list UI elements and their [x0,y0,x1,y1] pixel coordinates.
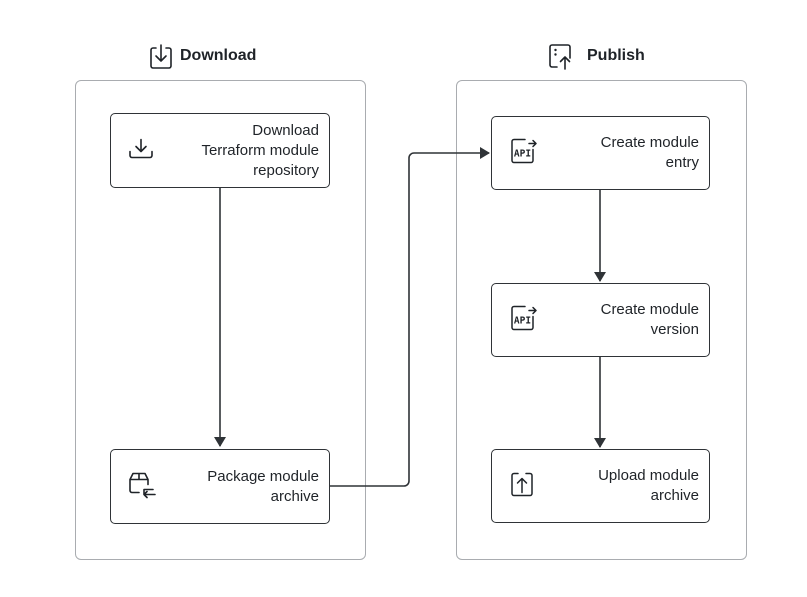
download-lane-title-text: Download [180,47,257,64]
node-create-module-entry[interactable]: API Create module entry [491,116,710,190]
publish-lane-title: Publish [548,42,645,70]
node-download-repository[interactable]: Download Terraform module repository [110,113,330,188]
node-label: Create module entry [600,134,699,171]
node-create-module-version[interactable]: API Create module version [491,283,710,357]
download-box-icon [149,42,173,70]
svg-text:API: API [514,316,531,327]
node-label: Upload module archive [598,467,699,504]
upload-icon [508,469,536,504]
svg-text:API: API [514,149,531,160]
node-label: Package module archive [207,467,319,505]
node-package-archive[interactable]: Package module archive [110,449,330,524]
download-lane-title: Download [149,42,256,70]
package-icon [127,470,157,503]
publish-upload-icon [548,42,574,70]
api-icon: API [508,136,538,171]
node-label: Create module version [600,301,699,338]
node-upload-module-archive[interactable]: Upload module archive [491,449,710,523]
publish-lane-title-text: Publish [587,47,645,64]
download-icon [127,137,155,164]
api-icon: API [508,303,538,338]
node-label: Download Terraform module repository [201,121,319,179]
